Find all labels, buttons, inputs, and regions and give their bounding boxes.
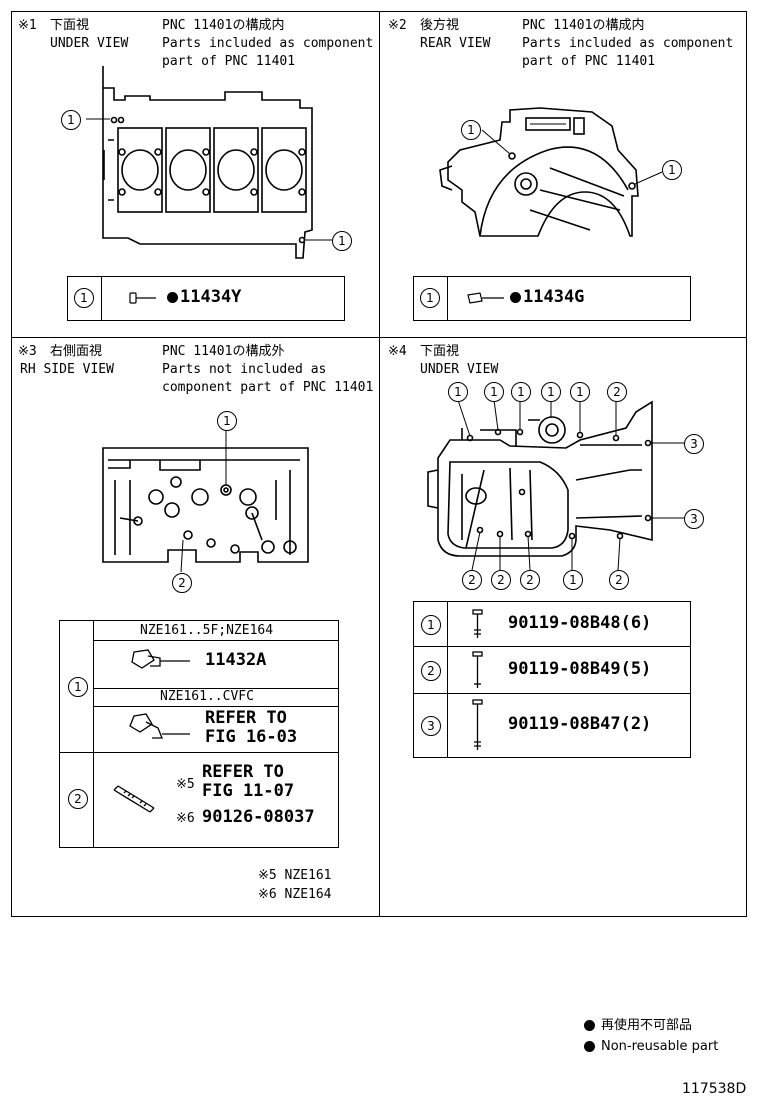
panel4-callout-2e: 2	[609, 570, 629, 590]
panel4-table-line	[413, 646, 691, 647]
panel2-legend-divider	[447, 276, 448, 321]
oil-pan-under-view-drawing	[427, 399, 684, 571]
panel3-row2-refer: REFER TO	[202, 762, 284, 782]
panel3-table-row2-num: 2	[68, 789, 88, 809]
panel4-title-jp: 下面視	[420, 344, 460, 359]
panel2-marker: ※2	[388, 18, 407, 33]
panel1-note-1: Parts included as component	[162, 36, 374, 51]
panel3-callout-1: 1	[217, 411, 237, 431]
cylinder-block-rh-side-drawing	[102, 430, 309, 573]
panel3-title-en: RH SIDE VIEW	[20, 362, 114, 377]
panel1-legend-box	[67, 276, 345, 321]
panel4-callout-2b: 2	[462, 570, 482, 590]
panel2-pnc: PNC 11401の構成内	[522, 18, 645, 33]
stud-bolt-icon	[113, 785, 155, 813]
grid-divider-vertical	[379, 11, 380, 917]
panel3-row2-mark5: ※5	[176, 777, 195, 792]
plug-icon	[467, 292, 504, 304]
panel3-table-divider	[93, 620, 94, 848]
non-reusable-dot-icon	[510, 292, 521, 303]
panel4-callout-1b: 1	[484, 382, 504, 402]
non-reusable-label-en: Non-reusable part	[601, 1039, 719, 1054]
panel3-callout-2: 2	[172, 573, 192, 593]
panel4-callout-2c: 2	[491, 570, 511, 590]
panel1-legend-divider	[101, 276, 102, 321]
panel2-callout-1: 1	[461, 120, 481, 140]
panel1-title-en: UNDER VIEW	[50, 36, 129, 51]
bolt-icon	[472, 699, 483, 750]
panel1-title-jp: 下面視	[50, 18, 90, 33]
panel3-footnote-5: ※5 NZE161	[258, 868, 332, 883]
panel2-title-en: REAR VIEW	[420, 36, 491, 51]
panel1-marker: ※1	[18, 18, 37, 33]
panel4-callout-1d: 1	[541, 382, 561, 402]
panel3-table-line	[93, 688, 339, 689]
panel3-row2-mark6: ※6	[176, 811, 195, 826]
non-reusable-dot-icon	[584, 1020, 595, 1031]
panel3-title-jp: 右側面視	[50, 344, 103, 359]
panel4-table-divider	[447, 601, 448, 758]
panel3-table-row1-num: 1	[68, 677, 88, 697]
panel3-sub1-part: 11432A	[205, 650, 267, 670]
panel3-marker: ※3	[18, 344, 37, 359]
panel3-footnote-6: ※6 NZE164	[258, 887, 332, 902]
bolt-icon	[472, 651, 483, 688]
oil-pressure-switch-icon	[129, 713, 190, 739]
panel2-part-number: 11434G	[523, 287, 585, 307]
panel2-callout-2: 1	[662, 160, 682, 180]
panel3-table-line	[93, 640, 339, 641]
panel3-pnc: PNC 11401の構成外	[162, 344, 285, 359]
panel3-sub2-refer: REFER TO	[205, 708, 287, 728]
panel4-callout-1a: 1	[448, 382, 468, 402]
panel3-sub1-header: NZE161..5F;NZE164	[140, 623, 274, 638]
panel1-note-2: part of PNC 11401	[162, 54, 296, 69]
panel3-sub2-fig: FIG 16-03	[205, 727, 298, 747]
panel2-title-jp: 後方視	[420, 18, 460, 33]
panel3-row2-fig: FIG 11-07	[202, 781, 295, 801]
panel4-callout-2d: 2	[520, 570, 540, 590]
non-reusable-label-jp: 再使用不可部品	[601, 1018, 693, 1033]
panel4-title-en: UNDER VIEW	[420, 362, 499, 377]
oil-pressure-switch-icon	[131, 649, 190, 669]
panel4-bolt-table	[413, 601, 691, 758]
panel4-legend-num-2: 2	[421, 661, 441, 681]
cylinder-block-under-view-drawing	[86, 66, 332, 259]
panel3-note-2: component part of PNC 11401	[162, 380, 374, 395]
panel3-table-line	[59, 752, 339, 753]
bolt-icon	[472, 609, 483, 638]
panel4-callout-1e: 1	[570, 382, 590, 402]
panel3-parts-table	[59, 620, 339, 848]
panel2-note-1: Parts included as component	[522, 36, 734, 51]
panel4-legend-part-3: 90119-08B47(2)	[508, 714, 652, 734]
panel1-callout-1: 1	[61, 110, 81, 130]
non-reusable-dot-icon	[584, 1041, 595, 1052]
panel4-callout-2a: 2	[607, 382, 627, 402]
plug-icon	[129, 292, 156, 304]
panel4-callout-1c: 1	[511, 382, 531, 402]
panel4-table-line	[413, 693, 691, 694]
cylinder-block-rear-view-drawing	[439, 107, 663, 237]
figure-code: 117538D	[682, 1081, 747, 1097]
panel4-callout-1f: 1	[563, 570, 583, 590]
panel4-legend-part-2: 90119-08B49(5)	[508, 659, 652, 679]
panel4-legend-part-1: 90119-08B48(6)	[508, 613, 652, 633]
panel3-row2-part: 90126-08037	[202, 807, 315, 827]
panel4-callout-3a: 3	[684, 434, 704, 454]
panel4-legend-num-3: 3	[421, 716, 441, 736]
grid-divider-horizontal	[11, 337, 747, 338]
panel2-legend-box	[413, 276, 691, 321]
non-reusable-dot-icon	[167, 292, 178, 303]
panel3-sub2-header: NZE161..CVFC	[160, 689, 254, 704]
panel3-note-1: Parts not included as	[162, 362, 327, 377]
panel4-marker: ※4	[388, 344, 407, 359]
panel1-part-number: 11434Y	[180, 287, 242, 307]
panel1-pnc: PNC 11401の構成内	[162, 18, 285, 33]
panel1-callout-2: 1	[332, 231, 352, 251]
panel2-note-2: part of PNC 11401	[522, 54, 656, 69]
panel4-callout-3b: 3	[684, 509, 704, 529]
panel3-table-line	[93, 706, 339, 707]
panel2-legend-num: 1	[420, 288, 440, 308]
panel1-legend-num: 1	[74, 288, 94, 308]
panel4-legend-num-1: 1	[421, 615, 441, 635]
